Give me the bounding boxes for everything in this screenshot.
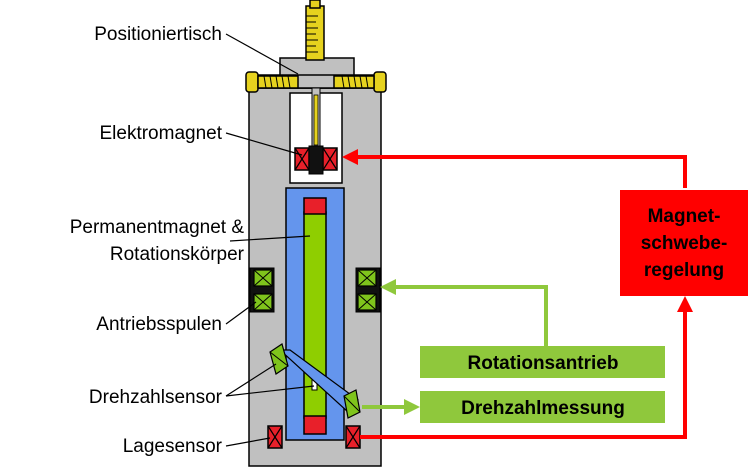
label-lagesensor: Lagesensor (123, 436, 223, 457)
drehzahlmessung-label: Drehzahlmessung (461, 398, 625, 419)
arrow-to-speed-measurement (404, 399, 420, 415)
regelung-box (620, 190, 748, 296)
rotor-magnet-top (303, 197, 327, 215)
label-positioniertisch: Positioniertisch (94, 24, 222, 45)
regelung-line-2: schwebe- (641, 233, 728, 254)
label-elektromagnet: Elektromagnet (99, 123, 222, 144)
arrow-to-electromagnet (342, 149, 358, 165)
drive-coil-right (355, 267, 381, 313)
arrow-to-controller (677, 296, 693, 312)
regelung-line-1: Magnet- (648, 206, 721, 227)
label-drehzahlsensor: Drehzahlsensor (89, 387, 223, 408)
label-antriebsspulen: Antriebsspulen (96, 314, 222, 335)
regelung-line-3: regelung (644, 260, 724, 281)
drive-coil-left (249, 267, 275, 313)
rotationsantrieb-box (420, 346, 665, 378)
side-screw-right (333, 71, 387, 93)
control-loop-wires (356, 155, 687, 439)
drive-wires (362, 285, 548, 409)
leader-antriebsspulen (225, 301, 257, 325)
arrow-to-drive-coils (380, 279, 396, 295)
label-permanentmagnet-2: Rotationskörper (110, 244, 245, 265)
label-permanentmagnet-1: Permanentmagnet & (70, 217, 245, 238)
position-sensor-left (267, 425, 283, 449)
side-screw-left (245, 71, 299, 93)
leader-positioniertisch (225, 33, 299, 75)
stem-core (313, 94, 319, 146)
leader-elektromagnet (225, 132, 303, 156)
rotationsantrieb-label: Rotationsantrieb (468, 353, 619, 374)
electromagnet-coils (294, 145, 338, 175)
micrometer-thread (306, 15, 318, 53)
micrometer-cap (309, 0, 321, 9)
position-sensor-right (345, 425, 361, 449)
leader-lagesensor (225, 437, 271, 447)
leader-drehzahlsensor-a (225, 363, 277, 397)
leader-drehzahlsensor-b (225, 385, 315, 397)
rotor-magnet-bottom (303, 415, 327, 435)
leader-permanentmagnet (229, 235, 311, 242)
drehzahlmessung-box (420, 391, 665, 423)
